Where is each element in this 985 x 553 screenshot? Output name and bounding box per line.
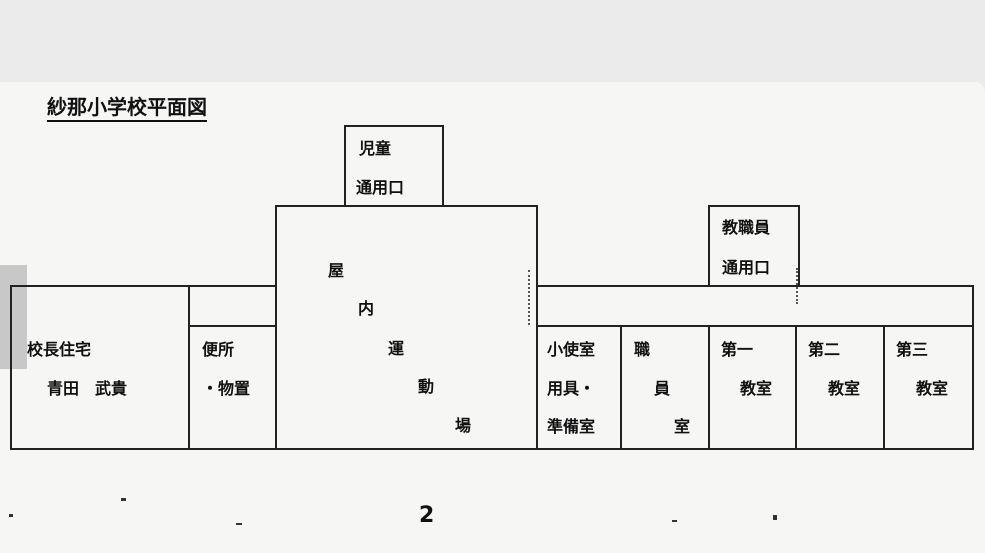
staff-entrance-label-1: 教職員: [722, 218, 771, 237]
principal-name-label: 青田 武貴: [47, 379, 128, 398]
classroom-3-label-2: 教室: [916, 379, 949, 398]
scan-speck: [672, 520, 677, 522]
side-scroll-tab[interactable]: [0, 265, 27, 369]
scan-speck: [236, 523, 242, 525]
gym-label-3: 運: [388, 339, 405, 358]
staff-entrance-label-2: 通用口: [722, 258, 771, 277]
classroom-3: [883, 325, 974, 450]
student-entrance-label-2: 通用口: [356, 178, 405, 197]
janitor-label-3: 準備室: [547, 417, 596, 436]
staff-room-label-1: 職: [634, 340, 651, 359]
scan-artifact-line: [796, 268, 798, 304]
scan-speck: [121, 498, 126, 501]
scan-speck: [773, 515, 777, 520]
gym-room: [275, 205, 538, 450]
gym-label-5: 場: [455, 416, 472, 435]
scan-artifact-line: [528, 270, 530, 325]
toilet-label-1: 便所: [202, 340, 235, 359]
staff-room-label-3: 室: [674, 417, 691, 436]
staff-room-label-2: 員: [654, 379, 671, 398]
gym-label-1: 屋: [328, 261, 345, 280]
principal-house-room: [10, 285, 190, 450]
floor-plan-title: 紗那小学校平面図: [47, 95, 207, 122]
janitor-label-2: 用具・: [547, 379, 596, 398]
toilet-storage-room: [188, 325, 277, 450]
classroom-3-label-1: 第三: [896, 340, 929, 359]
classroom-2-label-2: 教室: [828, 379, 861, 398]
gym-label-2: 内: [358, 299, 375, 318]
scan-speck: [9, 514, 13, 517]
page-number: 2: [419, 503, 435, 528]
principal-house-label: 校長住宅: [27, 340, 92, 359]
student-entrance-label-1: 児童: [359, 139, 392, 158]
classroom-1-label-1: 第一: [721, 340, 754, 359]
janitor-label-1: 小使室: [547, 340, 596, 359]
gym-label-4: 動: [418, 377, 435, 396]
toilet-label-2: ・物置: [202, 379, 251, 398]
classroom-2-label-1: 第二: [808, 340, 841, 359]
classroom-1-label-2: 教室: [740, 379, 773, 398]
